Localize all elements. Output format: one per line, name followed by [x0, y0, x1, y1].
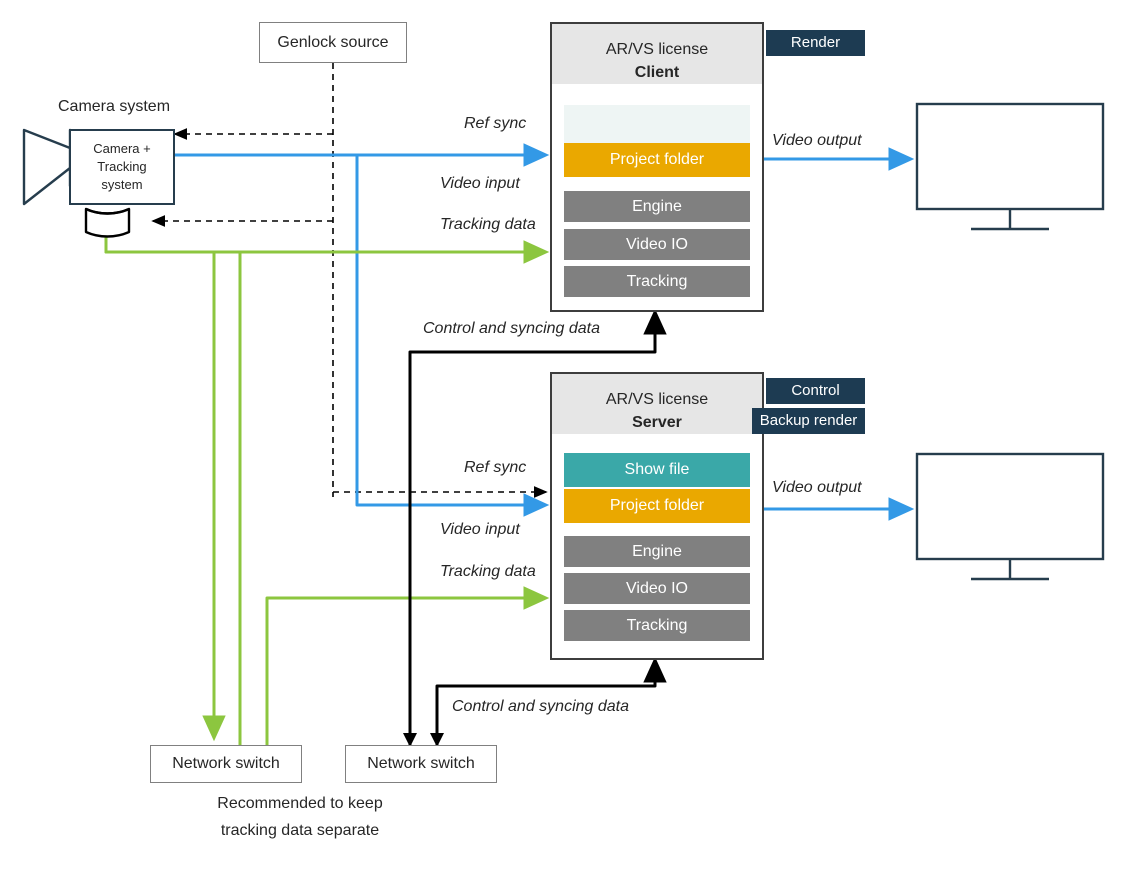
client-role-label: Client	[634, 64, 680, 81]
server-module-engine[interactable]: Engine	[564, 536, 750, 567]
camera-system-title: Camera system	[58, 98, 171, 115]
server-module-video-io-label: Video IO	[626, 580, 688, 597]
client-header: AR/VS license Client	[552, 24, 762, 84]
edge-control-client	[408, 308, 667, 746]
edge-video-input-server	[355, 155, 550, 517]
label-ref-sync-client: Ref sync	[464, 115, 527, 132]
camera-box-line-3: system	[101, 177, 143, 192]
server-role-label: Server	[632, 414, 682, 431]
client-monitor-icon	[915, 102, 1105, 231]
server-badge-control-label: Control	[791, 382, 840, 399]
server-badge-control[interactable]: Control	[766, 378, 865, 404]
server-badge-backup-render-label: Backup render	[759, 412, 858, 429]
network-switch-right-label: Network switch	[367, 755, 475, 772]
label-ref-sync-server: Ref sync	[464, 459, 527, 476]
server-module-project-folder[interactable]: Project folder	[564, 489, 750, 523]
server-badge-backup-render[interactable]: Backup render	[752, 408, 865, 434]
edge-tracking-camera-to-switch	[104, 233, 226, 742]
label-tracking-data-client: Tracking data	[440, 216, 536, 233]
client-module-tracking-label: Tracking	[626, 273, 688, 290]
server-module-tracking[interactable]: Tracking	[564, 610, 750, 641]
server-module-show-file[interactable]: Show file	[564, 453, 750, 487]
server-module-engine-label: Engine	[632, 543, 682, 560]
server-monitor-icon	[915, 452, 1105, 581]
label-control-sync-server: Control and syncing data	[452, 698, 629, 715]
network-switch-left[interactable]: Network switch	[150, 745, 302, 783]
client-module-video-io[interactable]: Video IO	[564, 229, 750, 260]
label-video-output-server: Video output	[772, 479, 862, 496]
network-switch-left-label: Network switch	[172, 755, 280, 772]
server-license-label: AR/VS license	[605, 391, 709, 408]
client-badge-render[interactable]: Render	[766, 30, 865, 56]
label-tracking-data-server: Tracking data	[440, 563, 536, 580]
client-module-project-folder[interactable]: Project folder	[564, 143, 750, 177]
camera-film-reel-icon	[84, 207, 131, 238]
server-module-project-folder-label: Project folder	[609, 497, 705, 514]
server-module-tracking-label: Tracking	[626, 617, 688, 634]
camera-box-line-1: Camera +	[93, 141, 151, 156]
label-video-output-client: Video output	[772, 132, 862, 149]
edge-control-server	[435, 656, 667, 746]
client-module-video-io-label: Video IO	[626, 236, 688, 253]
client-license-label: AR/VS license	[605, 41, 709, 58]
client-module-project-folder-label: Project folder	[609, 151, 705, 168]
server-module-video-io[interactable]: Video IO	[564, 573, 750, 604]
switch-note-line-1: Recommended to keep	[217, 795, 383, 812]
server-module-show-file-label: Show file	[624, 461, 690, 478]
edge-tracking-data-client	[104, 233, 550, 264]
server-header: AR/VS license Server	[552, 374, 762, 434]
client-module-engine-label: Engine	[632, 198, 682, 215]
camera-box-line-2: Tracking	[97, 159, 147, 174]
network-switch-right[interactable]: Network switch	[345, 745, 497, 783]
label-control-sync-client: Control and syncing data	[423, 320, 600, 337]
camera-tracking-system-box[interactable]: Camera + Tracking system	[69, 129, 175, 205]
edge-tracking-data-server	[265, 586, 550, 746]
genlock-source-box[interactable]: Genlock source	[259, 22, 407, 63]
edge-control-arrowheads	[403, 733, 444, 747]
genlock-source-label: Genlock source	[277, 33, 389, 51]
camera-lens-icon	[22, 128, 72, 206]
client-badge-render-label: Render	[790, 34, 841, 51]
label-video-input-client: Video input	[440, 175, 520, 192]
client-module-engine[interactable]: Engine	[564, 191, 750, 222]
label-video-input-server: Video input	[440, 521, 520, 538]
client-module-pale-slot[interactable]	[564, 105, 750, 143]
switch-note-line-2: tracking data separate	[220, 822, 380, 839]
client-module-tracking[interactable]: Tracking	[564, 266, 750, 297]
